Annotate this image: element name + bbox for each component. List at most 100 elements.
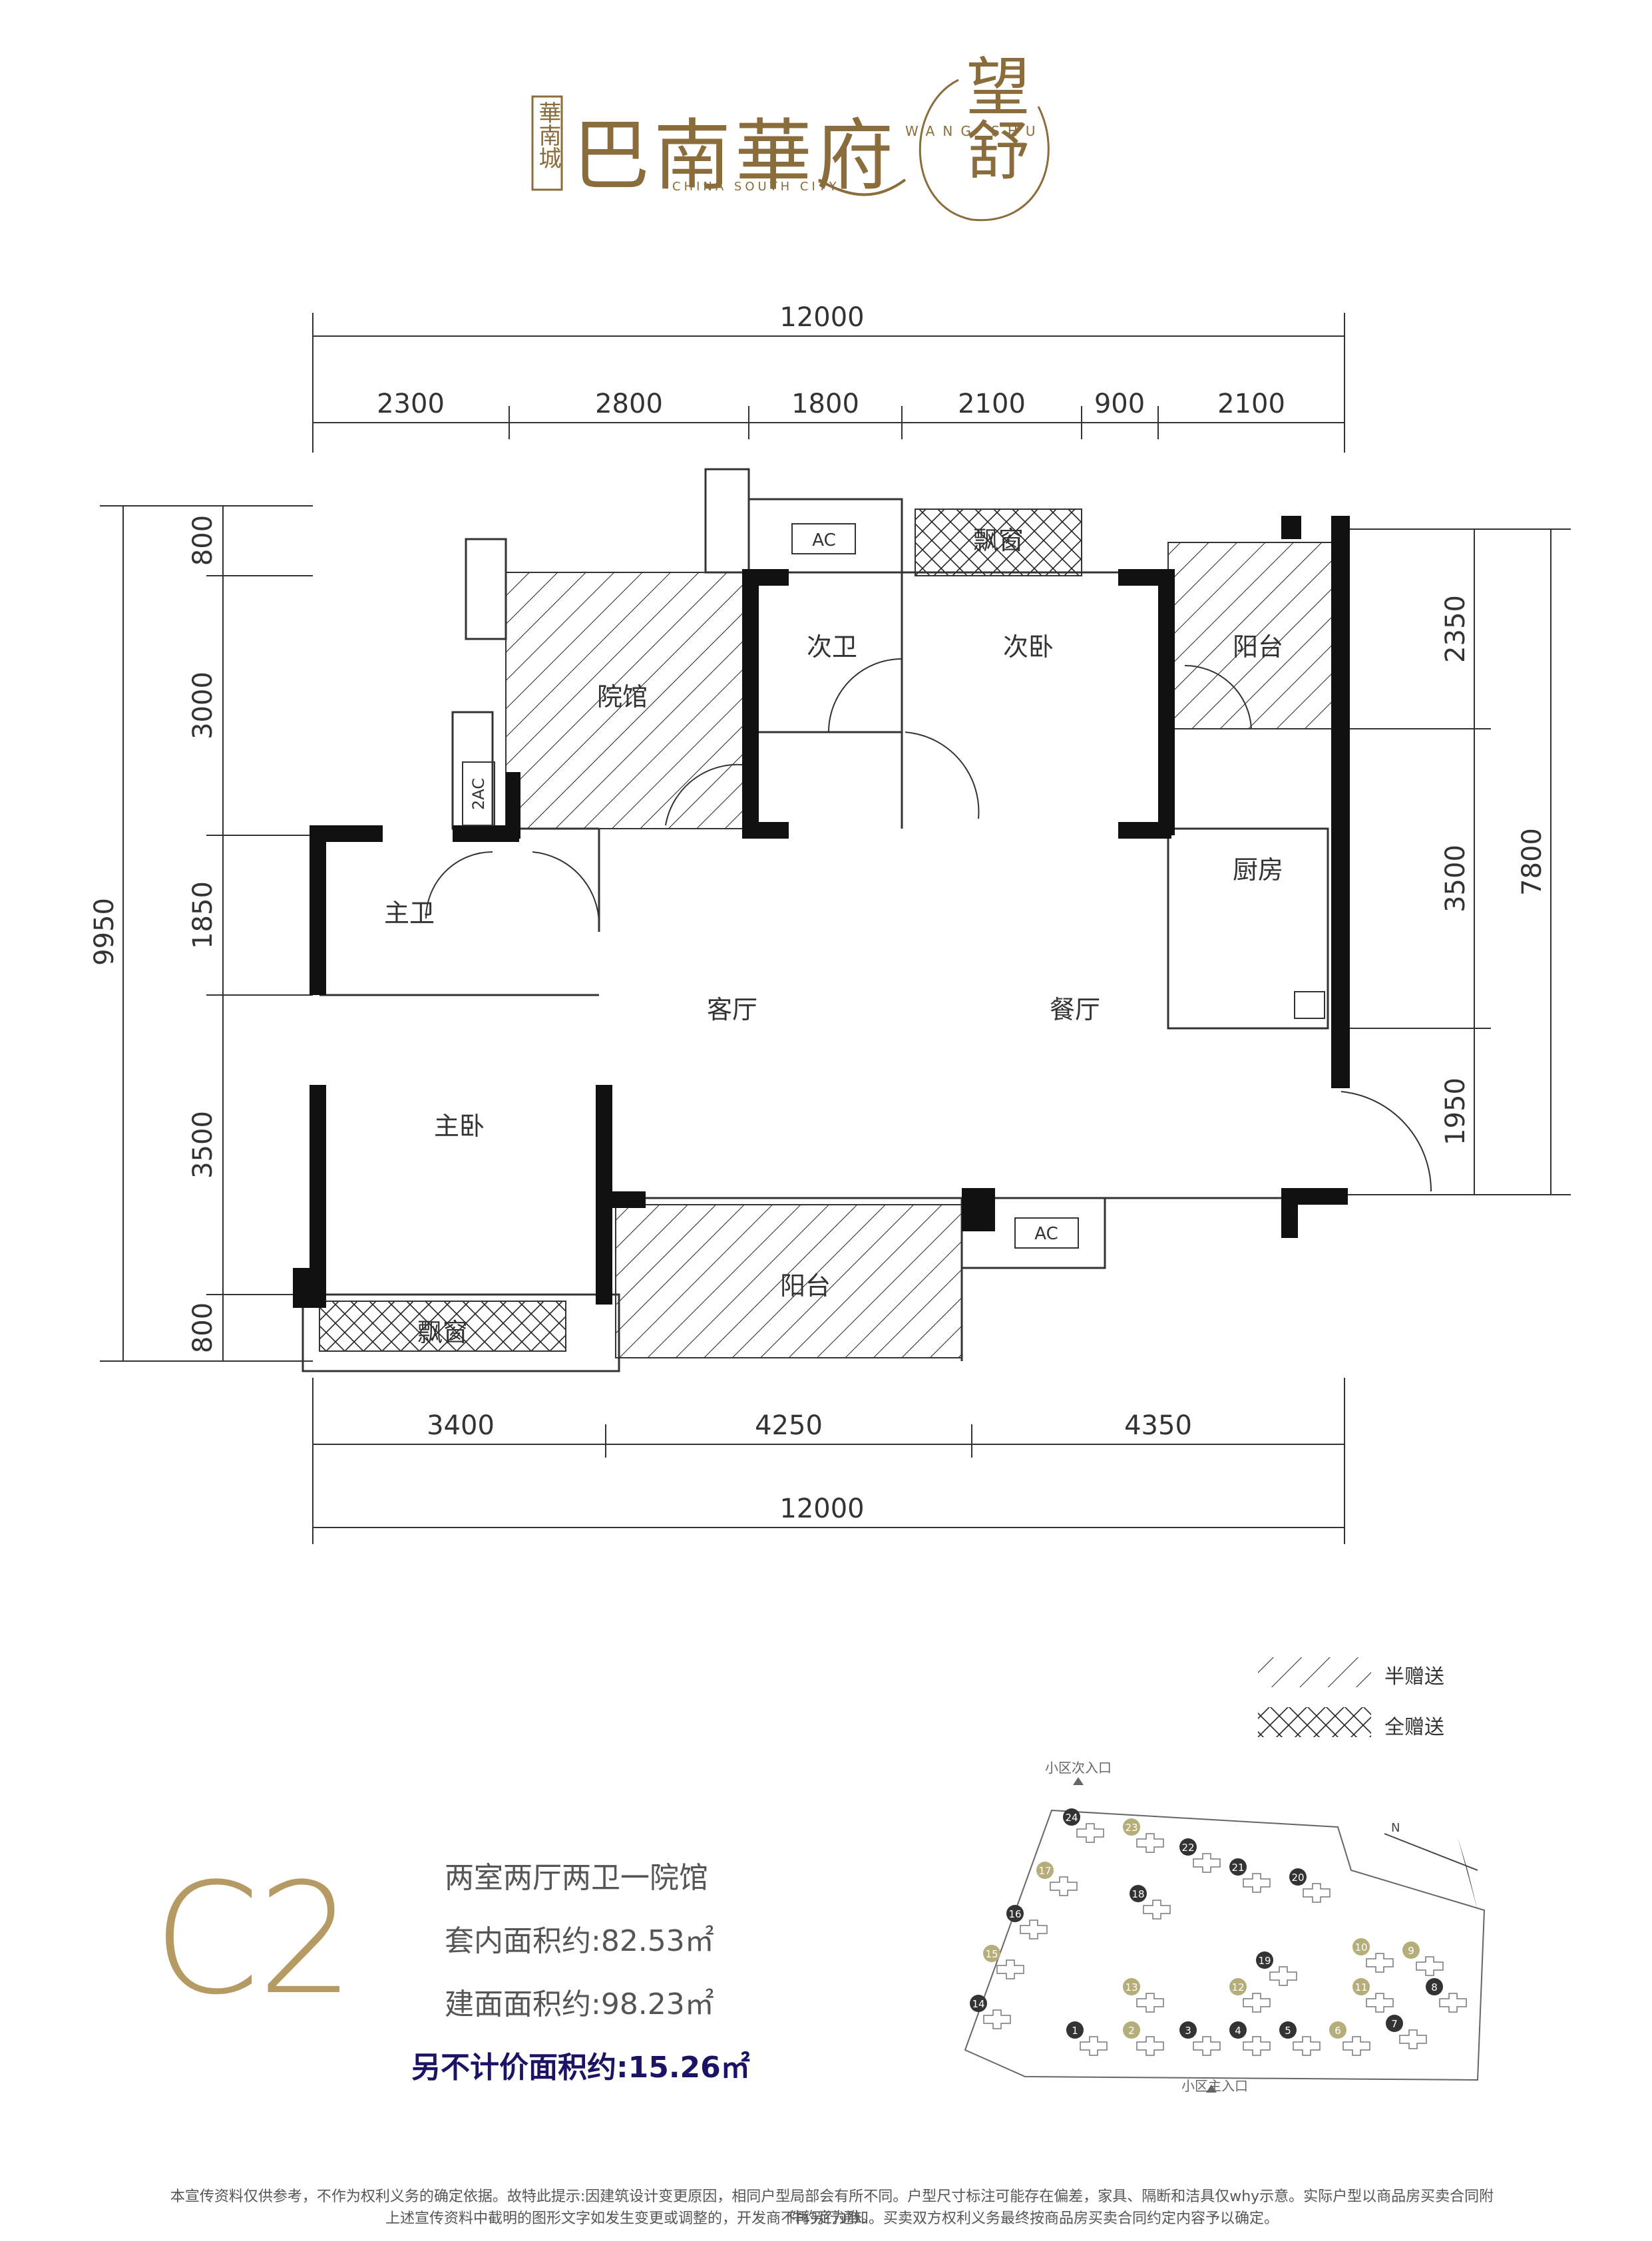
building-marker-12: 12	[1229, 1978, 1271, 2013]
unit-code: C2	[153, 1851, 355, 2029]
building-footprint-4	[1243, 2036, 1271, 2056]
building-footprint-19	[1269, 1966, 1297, 1986]
building-footprint-17	[1050, 1876, 1078, 1896]
balcony-s-hatch	[615, 1204, 962, 1358]
building-footprint-3	[1193, 2036, 1221, 2056]
dim-bottom-seg-1: 3400	[427, 1410, 495, 1441]
building-number-6: 6	[1335, 2025, 1341, 2037]
building-marker-8: 8	[1426, 1978, 1467, 2013]
building-marker-19: 19	[1256, 1951, 1297, 1986]
legend-swatches	[1258, 1657, 1371, 1737]
building-footprint-14	[983, 2009, 1011, 2029]
room-dining: 餐厅	[1050, 995, 1100, 1024]
building-number-24: 24	[1065, 1812, 1078, 1824]
dim-top-seg-5: 900	[1094, 389, 1145, 419]
building-number-9: 9	[1408, 1945, 1414, 1957]
dim-bottom-seg-2: 4250	[755, 1410, 823, 1441]
building-footprint-21	[1243, 1873, 1271, 1893]
building-marker-3: 3	[1179, 2021, 1221, 2056]
dim-top-seg-6: 2100	[1217, 389, 1285, 419]
dim-left-seg-2: 3000	[188, 672, 218, 739]
building-dot-16	[1006, 1905, 1024, 1922]
room-labels: 院馆 次卫 次卧 阳台 厨房 主卫 客厅 餐厅 主卧 阳台 飘窗 飘窗	[384, 526, 1283, 1347]
building-marker-9: 9	[1402, 1941, 1444, 1976]
dim-right-seg-3: 1950	[1440, 1078, 1471, 1145]
ac-units	[462, 523, 1079, 1249]
building-footprint-13	[1136, 1993, 1164, 2013]
building-marker-24: 24	[1063, 1808, 1104, 1843]
dim-top-seg-4: 2100	[958, 389, 1026, 419]
building-footprint-10	[1366, 1953, 1394, 1973]
building-dot-9	[1402, 1941, 1420, 1959]
compass-north: N	[1391, 1821, 1400, 1835]
building-marker-13: 13	[1123, 1978, 1164, 2013]
building-dot-23	[1123, 1818, 1140, 1836]
logo-graphic	[531, 79, 1050, 222]
secondary-entrance-arrow	[1073, 1777, 1084, 1785]
legend-full-label: 全赠送	[1384, 1716, 1444, 1739]
unit-gross-area: 建面面积约:98.23㎡	[445, 1987, 714, 2021]
building-marker-20: 20	[1289, 1868, 1331, 1903]
kitchen-flue	[1294, 991, 1325, 1019]
legend-half-swatch	[1258, 1657, 1371, 1687]
building-footprint-12	[1243, 1993, 1271, 2013]
disclaimer-line-1: 本宣传资料仅供参考，不作为权利义务的确定依据。故特此提示:因建筑设计变更原因，相…	[170, 2188, 1494, 2226]
building-marker-10: 10	[1352, 1938, 1394, 1973]
dim-top-seg-3: 1800	[791, 389, 859, 419]
building-footprint-11	[1366, 1993, 1394, 2013]
main-entrance-arrow	[1206, 2085, 1217, 2093]
ac-label-2: 2AC	[469, 778, 488, 810]
main-entrance-label: 小区主入口	[1181, 2078, 1248, 2094]
building-dot-7	[1386, 2015, 1403, 2032]
room-living: 客厅	[707, 995, 757, 1024]
room-kitchen: 厨房	[1233, 855, 1283, 885]
building-dot-21	[1229, 1858, 1247, 1876]
building-dot-24	[1063, 1808, 1080, 1826]
top-dimension-lines	[312, 313, 1345, 453]
building-footprint-9	[1416, 1956, 1444, 1976]
dim-bottom-seg-3: 4350	[1124, 1410, 1192, 1441]
building-marker-22: 22	[1179, 1838, 1221, 1873]
building-marker-2: 2	[1123, 2021, 1164, 2056]
building-number-2: 2	[1128, 2025, 1135, 2037]
bottom-dimension-lines	[312, 1378, 1345, 1544]
logo-area: 華南城 巴南華府 CHINA SOUTH CITY 望舒 WANG SHU	[506, 47, 1145, 226]
room-balcony-s: 阳台	[780, 1271, 831, 1301]
logo-mark-small: 華南城	[534, 101, 561, 169]
logo-subtitle: CHINA SOUTH CITY	[672, 180, 840, 194]
building-number-18: 18	[1132, 1888, 1144, 1900]
building-number-11: 11	[1354, 1981, 1367, 1993]
building-footprint-5	[1293, 2036, 1321, 2056]
building-marker-5: 5	[1279, 2021, 1321, 2056]
building-footprint-8	[1439, 1993, 1467, 2013]
building-marker-1: 1	[1066, 2021, 1108, 2056]
building-footprint-2	[1136, 2036, 1164, 2056]
building-dot-8	[1426, 1978, 1443, 1995]
building-marker-15: 15	[983, 1945, 1024, 1979]
building-marker-16: 16	[1006, 1905, 1048, 1939]
building-number-15: 15	[985, 1948, 998, 1960]
floor-plan: 12000 2300 2800 1800 2100 900 2100 3400 …	[89, 302, 1571, 1544]
building-dot-17	[1036, 1862, 1054, 1879]
site-boundary	[964, 1809, 1486, 2081]
seal-stroke	[919, 79, 1050, 222]
building-number-17: 17	[1038, 1865, 1051, 1877]
building-dot-15	[983, 1945, 1000, 1962]
building-number-8: 8	[1431, 1981, 1438, 1993]
dim-left-seg-4: 3500	[188, 1111, 218, 1179]
building-number-1: 1	[1072, 2025, 1078, 2037]
bay-window-n-hatch	[915, 509, 1082, 576]
building-dot-1	[1066, 2021, 1084, 2039]
building-dot-22	[1179, 1838, 1197, 1856]
building-dot-19	[1256, 1951, 1273, 1969]
building-dot-18	[1130, 1885, 1147, 1902]
dim-left-seg-1: 800	[188, 515, 218, 566]
room-bay-window-n: 飘窗	[973, 526, 1024, 555]
building-number-16: 16	[1008, 1908, 1021, 1920]
dim-right-total: 7800	[1517, 828, 1548, 896]
compass-icon	[1384, 1833, 1478, 1910]
building-dot-5	[1279, 2021, 1297, 2039]
building-dot-12	[1229, 1978, 1247, 1995]
